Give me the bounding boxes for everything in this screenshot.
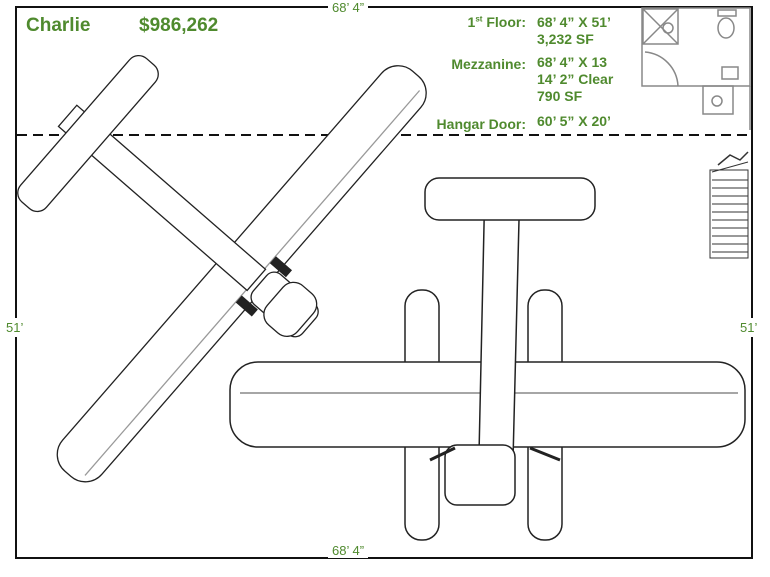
airplane-2 [229, 177, 746, 541]
first-floor-label: 1st Floor: [467, 14, 526, 30]
dimension-left: 51’ [6, 318, 24, 337]
hangar-door-value: 60’ 5” X 20’ [537, 113, 611, 129]
dimension-right: 51’ [740, 318, 758, 337]
hangar-outline [15, 6, 753, 559]
mezzanine-value: 68’ 4” X 13 14’ 2” Clear 790 SF [537, 54, 614, 104]
listing-price: $986,262 [139, 15, 219, 36]
mezzanine-label: Mezzanine: [451, 56, 526, 72]
first-floor-value: 68’ 4” X 51’ 3,232 SF [537, 14, 611, 47]
bathroom [641, 7, 751, 130]
hangar-door-label: Hangar Door: [436, 116, 526, 132]
stairs [709, 151, 749, 259]
airplane-1 [17, 54, 427, 483]
listing-name: Charlie [26, 15, 91, 36]
dimension-top: 68’ 4” [328, 0, 369, 15]
dimension-bottom: 68’ 4” [328, 543, 369, 558]
